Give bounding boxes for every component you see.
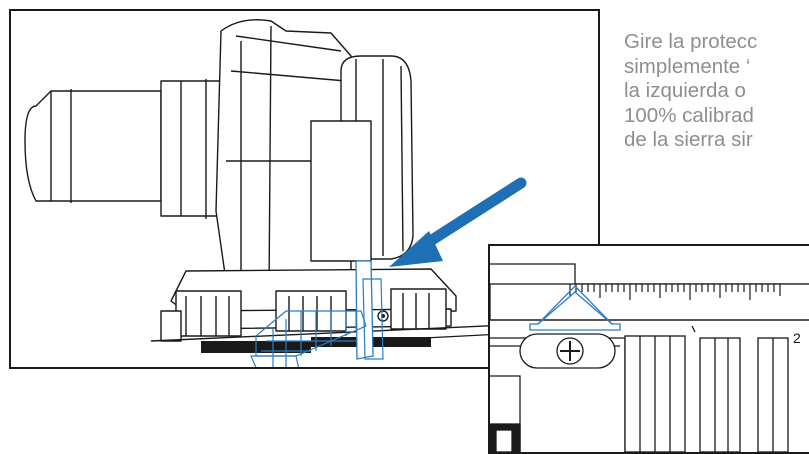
saw-illustration-panel xyxy=(9,9,600,369)
direction-arrow xyxy=(389,177,527,267)
scale-detail-drawing: 2 xyxy=(490,263,809,452)
circular-saw-drawing xyxy=(24,19,598,367)
instruction-line: Gire la protecc xyxy=(624,30,758,53)
instruction-line: 100% calibrad xyxy=(624,103,754,127)
detail-inset-panel: 2 xyxy=(488,244,809,454)
alignment-jig-outline xyxy=(250,278,384,367)
scale-number: 2 xyxy=(793,330,801,346)
instruction-text: Gire la protecc simplemente ‘ la izquier… xyxy=(624,30,809,153)
instruction-line: simplemente ‘ xyxy=(624,54,751,78)
instruction-line: de la sierra sir xyxy=(624,128,753,151)
jig-pointer-outline xyxy=(529,285,621,331)
instruction-line: la izquierda o xyxy=(624,79,746,102)
